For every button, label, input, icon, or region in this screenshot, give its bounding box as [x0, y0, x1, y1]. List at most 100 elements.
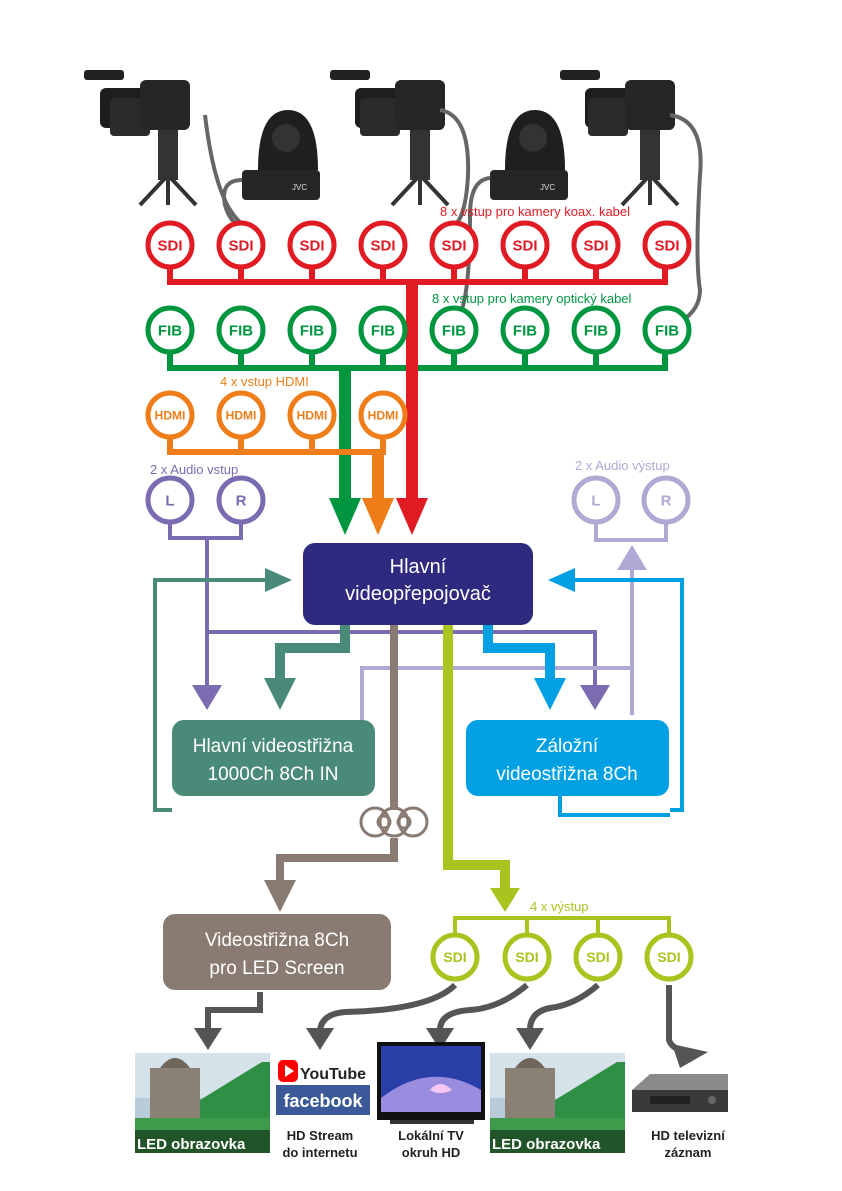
- local-tv-line1: Lokální TV: [398, 1128, 464, 1143]
- hdmi-input-port-3: [287, 390, 337, 440]
- backup-mixer-line2: videostřižna 8Ch: [496, 764, 638, 785]
- backup-mixer-box: Záložní videostřižna 8Ch: [466, 720, 669, 796]
- youtube-label: YouTube: [300, 1066, 366, 1083]
- fib-input-port-label: FIB: [513, 322, 537, 339]
- output-arrowheads: [194, 1028, 708, 1068]
- camcorder-2: [330, 70, 450, 207]
- sdi-output-port-label: SDI: [443, 949, 466, 965]
- hdmi-input-port-4: [358, 390, 408, 440]
- main-switcher-line2: videopřepojovač: [345, 583, 491, 605]
- sdi-output-feed: [443, 625, 671, 935]
- sdi-input-port-6: [500, 220, 550, 270]
- sdi-output-port-1: [430, 932, 480, 982]
- sdi-input-port-label: SDI: [299, 237, 324, 254]
- sdi-output-ports: SDI SDI SDI SDI: [430, 932, 694, 982]
- fib-input-port-label: FIB: [300, 322, 324, 339]
- fib-input-port-label: FIB: [158, 322, 182, 339]
- audio-input-port-label: R: [236, 492, 247, 509]
- audio-output-label: 2 x Audio výstup: [575, 458, 670, 473]
- audio-input-wiring: [168, 520, 597, 690]
- facebook-logo-icon: [276, 1085, 370, 1115]
- hdmi-input-port-2: [216, 390, 266, 440]
- sdi-output-port-4: [644, 932, 694, 982]
- sdi-input-port-label: SDI: [512, 237, 537, 254]
- local-tv-destination: Lokální TV okruh HD: [377, 1042, 485, 1160]
- sdi-input-port-8: [642, 220, 692, 270]
- audio-in-arrow-backup: [580, 685, 610, 710]
- fib-input-port-label: FIB: [371, 322, 395, 339]
- sdi-input-label: 8 x vstup pro kamery koax. kabel: [440, 204, 630, 219]
- sdi-input-port-1: [145, 220, 195, 270]
- fib-input-port-2: [216, 305, 266, 355]
- camera-brand: JVC: [292, 183, 307, 192]
- sdi-input-port-label: SDI: [583, 237, 608, 254]
- sdi-input-port-label: SDI: [441, 237, 466, 254]
- led-screen-2: LED obrazovka: [490, 1053, 625, 1153]
- backup-mixer-line1: Záložní: [536, 736, 599, 757]
- output-arrows: [205, 982, 691, 1055]
- main-mixer-line1: Hlavní videostřižna: [193, 736, 354, 757]
- sdi-input-port-label: SDI: [654, 237, 679, 254]
- camera-brand: JVC: [540, 183, 555, 192]
- sdi-output-port-2: [502, 932, 552, 982]
- fib-input-port-4: [358, 305, 408, 355]
- led-mixer-box: Videostřižna 8Ch pro LED Screen: [163, 914, 391, 990]
- audio-input-label: 2 x Audio vstup: [150, 462, 238, 477]
- hd-recorder-line1: HD televizní: [651, 1128, 725, 1143]
- audio-output-port-label: R: [661, 492, 672, 509]
- main-mixer-box: Hlavní videostřižna 1000Ch 8Ch IN: [172, 720, 375, 796]
- sdi-output-port-label: SDI: [586, 949, 609, 965]
- sdi-output-port-3: [573, 932, 623, 982]
- fib-input-port-8: [642, 305, 692, 355]
- hdmi-input-port-label: HDMI: [155, 408, 186, 422]
- fib-input-port-label: FIB: [229, 322, 253, 339]
- led-screen-2-label: LED obrazovka: [492, 1136, 601, 1153]
- fib-input-port-1: [145, 305, 195, 355]
- led-screen-1-label: LED obrazovka: [137, 1136, 246, 1153]
- hd-recorder-destination: HD televizní záznam: [632, 1074, 728, 1160]
- main-mixer-loop: [153, 568, 350, 812]
- camcorder-3: [560, 70, 680, 207]
- hd-recorder-line2: záznam: [665, 1145, 712, 1160]
- fib-input-port-label: FIB: [584, 322, 608, 339]
- hdmi-input-port-1: [145, 390, 195, 440]
- sdi-output-port-label: SDI: [657, 949, 680, 965]
- facebook-label: facebook: [283, 1091, 363, 1111]
- ptz-camera-2: JVC: [490, 110, 568, 200]
- local-tv-line2: okruh HD: [402, 1145, 461, 1160]
- sdi-input-port-4: [358, 220, 408, 270]
- fib-input-port-label: FIB: [655, 322, 679, 339]
- hdmi-input-port-label: HDMI: [226, 408, 257, 422]
- audio-input-port-label: L: [165, 492, 174, 509]
- fib-input-port-3: [287, 305, 337, 355]
- hd-stream-destination: YouTube facebook HD Stream do internetu: [276, 1060, 370, 1160]
- ptz-camera-1: JVC: [242, 110, 320, 200]
- hdmi-input-port-label: HDMI: [368, 408, 399, 422]
- sdi-input-port-label: SDI: [157, 237, 182, 254]
- main-switcher-box: Hlavní videopřepojovač: [303, 543, 533, 625]
- audio-output-port-label: L: [591, 492, 600, 509]
- main-switcher-line1: Hlavní: [390, 556, 447, 578]
- sdi-input-port-5: [429, 220, 479, 270]
- sdi-input-port-2: [216, 220, 266, 270]
- sdi-output-port-label: SDI: [515, 949, 538, 965]
- fib-input-port-6: [500, 305, 550, 355]
- sdi-input-port-label: SDI: [370, 237, 395, 254]
- backup-mixer-loop: [483, 568, 684, 817]
- camera-cables: [203, 108, 703, 324]
- camcorder-1: [84, 70, 198, 207]
- fib-input-port-7: [571, 305, 621, 355]
- hd-stream-line2: do internetu: [282, 1145, 357, 1160]
- fib-input-label: 8 x vstup pro kamery optický kabel: [432, 291, 632, 306]
- hdmi-input-label: 4 x vstup HDMI: [220, 374, 309, 389]
- main-mixer-line2: 1000Ch 8Ch IN: [208, 764, 339, 785]
- audio-in-arrow-main: [192, 685, 222, 710]
- fib-input-port-5: [429, 305, 479, 355]
- hd-stream-line1: HD Stream: [287, 1128, 353, 1143]
- audio-output-wiring: [360, 522, 668, 720]
